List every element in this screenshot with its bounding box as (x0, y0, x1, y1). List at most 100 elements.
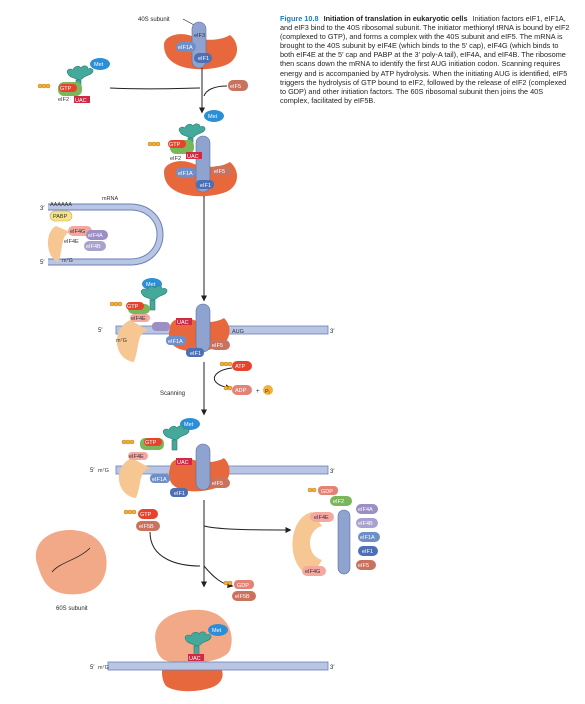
gtp-badge (59, 84, 77, 92)
eif1a-protein (176, 168, 196, 177)
pabp-protein (49, 210, 73, 222)
mrna-strand-fill (48, 204, 163, 265)
anticodon-label: UAC (177, 460, 189, 466)
eif4a-label: eIF4A (358, 507, 373, 513)
eif4e-label: eIF4E (314, 515, 329, 521)
gtp-badge (138, 509, 158, 519)
mrna-strand (107, 661, 329, 671)
three-prime-label: 3′ (330, 665, 335, 671)
phosphate-label: Pᵢ (265, 389, 270, 395)
stage-40s-subunit: 40S subunit eIF3 eIF1A eIF1 (138, 17, 238, 70)
met-bubble (208, 624, 228, 636)
ternary-complex: Met GTP eIF2 UAC (37, 58, 110, 104)
eif4g-protein (130, 314, 150, 322)
gdp-badge (234, 580, 254, 589)
met-bubble (204, 110, 224, 122)
eif5b-label: eIF5B (235, 594, 250, 600)
eif4b-protein (356, 518, 378, 528)
anticodon-label: UAC (189, 656, 201, 662)
anticodon-label: UAC (177, 320, 189, 326)
phosphate-circle (263, 385, 273, 395)
mrna-loop-complex: mRNA 3′ AAAAAA PABP eIF4G eIF4A eIF4E eI… (40, 196, 164, 266)
gtp-badge (126, 302, 144, 310)
gdp-label: GDP (321, 489, 333, 495)
eif4b-label: eIF4B (86, 244, 101, 250)
cap-label: m⁷G (116, 337, 127, 344)
cap-label: m⁷G (98, 467, 109, 474)
gtp-badge (168, 140, 186, 148)
eif4b-label: eIF4B (358, 521, 373, 527)
eif5b-label: eIF5B (139, 524, 154, 530)
stage-43s-complex: Met GTP eIF2 UAC eIF1A eIF5 eIF1 (147, 110, 238, 197)
eif4e-protein (118, 458, 150, 498)
phosphate-chain (121, 439, 135, 445)
stage-48s-complex: 5′ 3′ AUG m⁷G Met GTP eIF4E UAC eIF1A eI… (98, 278, 335, 362)
eif1a-protein (166, 336, 186, 345)
eif2-label: eIF2 (333, 499, 344, 505)
eif4a-protein (152, 322, 170, 331)
eif5-label: eIF5 (212, 343, 223, 349)
eif5-protein (212, 166, 232, 176)
gtp-badge (144, 438, 162, 446)
eif3-protein (195, 135, 211, 193)
cap-label: m⁷G (98, 664, 109, 671)
eif5b-gdp: GDP eIF5B (203, 565, 256, 601)
eif1a-label: eIF1A (168, 339, 183, 345)
eif1a-label: eIF1A (178, 45, 193, 51)
met-bubble (180, 418, 200, 430)
eif4g-protein (68, 226, 92, 236)
cap-label: m⁷G (62, 257, 73, 264)
met-label: Met (146, 282, 156, 288)
eif4e-protein (116, 320, 148, 362)
figure-title: Initiation of translation in eukaryotic … (323, 14, 468, 23)
eif3-protein (195, 303, 211, 353)
aug-label: AUG (232, 329, 244, 335)
eif4e-label: eIF4E (131, 316, 146, 322)
eif4e-protein (47, 226, 70, 262)
eif1-protein (196, 180, 214, 189)
eif4e-label: eIF4E (129, 454, 144, 460)
adp-badge (232, 385, 252, 395)
figure-body: Initiation factors eIF1, eIF1A, and eIF3… (280, 14, 570, 105)
three-prime-label: 3′ (330, 329, 335, 335)
adp-label: ADP (235, 388, 247, 394)
gdp-badge (318, 486, 338, 495)
phosphate-chain (123, 509, 137, 515)
anticodon-box (186, 152, 202, 159)
eif4g-protein (310, 512, 334, 522)
gtp-label: GTP (145, 440, 157, 446)
eif4e-label: eIF4E (64, 239, 79, 245)
arrow-eif5-join (203, 85, 228, 97)
met-bubble (90, 58, 110, 70)
eif1a-protein (150, 474, 170, 483)
anticodon-box (176, 458, 192, 465)
eif4a-label: eIF4A (88, 233, 103, 239)
five-prime-label: 5′ (90, 468, 95, 474)
figure-caption: Figure 10.8 Initiation of translation in… (280, 14, 570, 105)
eif4a-protein (86, 230, 108, 240)
eif5-label: eIF5 (214, 169, 225, 175)
mrna-label: mRNA (102, 196, 119, 202)
arrow-eif5b-join (149, 531, 201, 567)
three-prime-label: 3′ (330, 469, 335, 475)
trna-shape (162, 425, 190, 451)
eif5-protein (356, 560, 376, 570)
five-prime-label: 5′ (40, 260, 45, 266)
eif5b-gtp: GTP eIF5B (123, 509, 201, 567)
eif1-protein (194, 53, 212, 63)
gtp-label: GTP (127, 304, 139, 310)
ribosome-60s-group: 60S subunit (35, 530, 107, 612)
atp-badge (232, 361, 252, 371)
phosphate-chain (223, 385, 233, 391)
gtp-label: GTP (140, 512, 152, 518)
stage-aug-recognition: 5′ m⁷G 3′ Met GTP eIF4E UAC eIF1A eIF5 e… (90, 418, 335, 498)
eif4g-protein (302, 566, 326, 576)
eif4a-protein (356, 504, 378, 514)
phosphate-chain (147, 141, 161, 147)
eif1a-label: eIF1A (152, 477, 167, 483)
anticodon-box (188, 654, 204, 661)
eif5-label: eIF5 (358, 563, 369, 569)
atp-label: ATP (235, 364, 246, 370)
met-label: Met (212, 628, 222, 634)
gdp-label: GDP (237, 583, 249, 589)
